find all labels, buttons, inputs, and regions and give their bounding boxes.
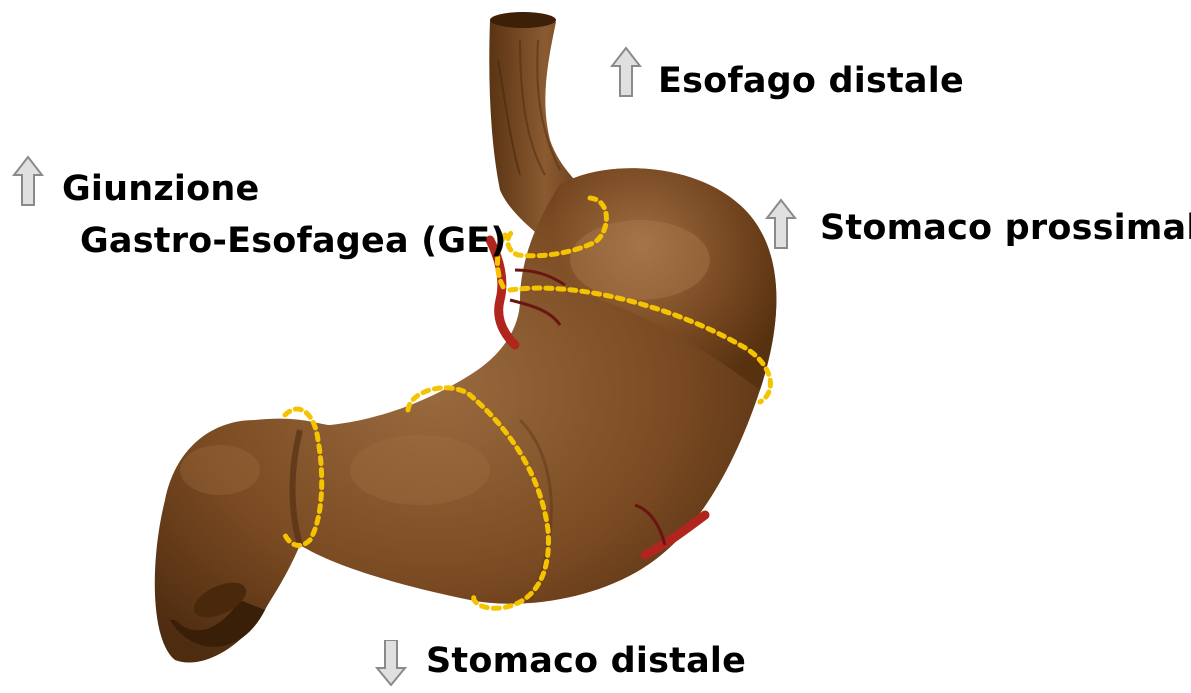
- label-stomaco-prossimale: Stomaco prossimale: [820, 207, 1191, 249]
- arrow-up-icon: [610, 46, 642, 98]
- label-esofago-distale: Esofago distale: [658, 60, 964, 102]
- label-gastro-esofagea: Gastro-Esofagea (GE): [80, 220, 507, 262]
- label-giunzione: Giunzione: [62, 168, 259, 210]
- label-stomaco-distale: Stomaco distale: [426, 640, 746, 682]
- arrow-down-icon: [375, 640, 407, 686]
- arrow-up-icon: [12, 155, 44, 207]
- arrow-up-icon: [765, 198, 797, 250]
